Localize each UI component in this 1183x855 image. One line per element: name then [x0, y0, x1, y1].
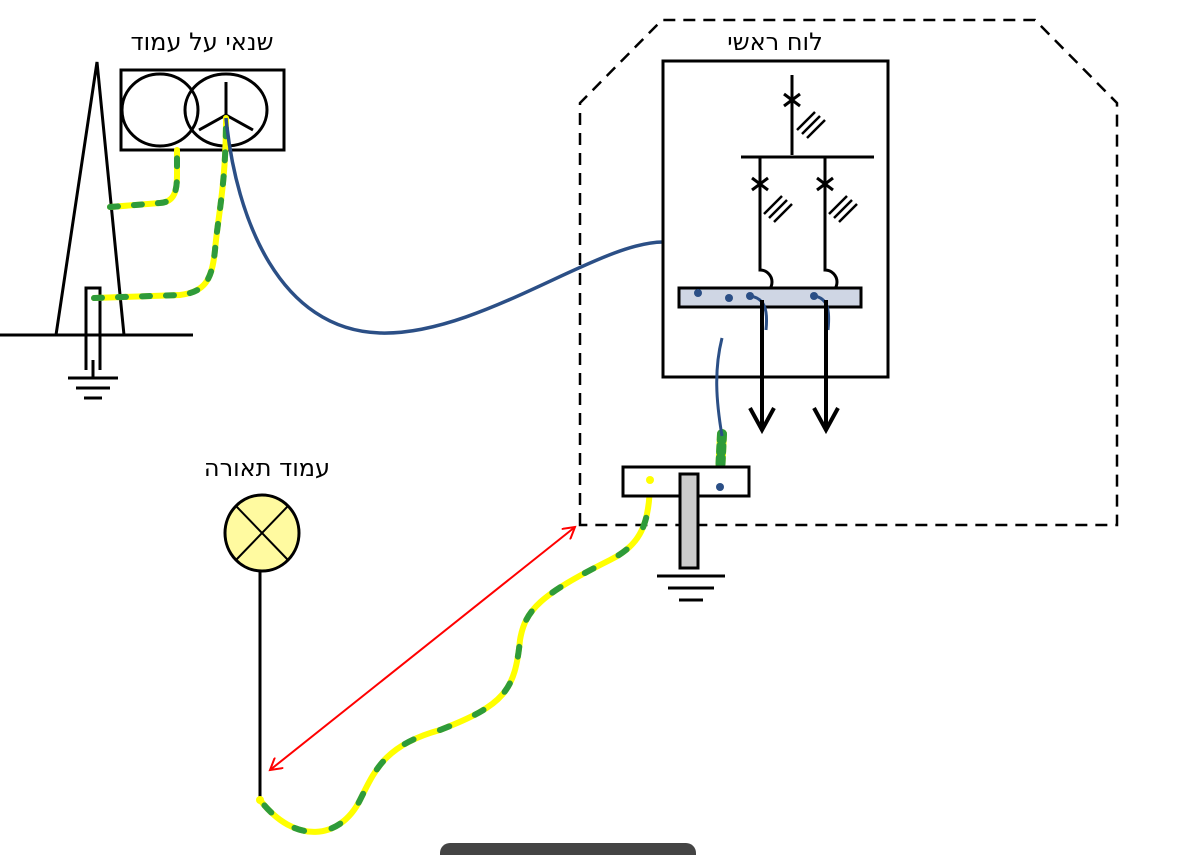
- light-pole-label: עמוד תאורה: [204, 454, 330, 482]
- ground-icon: [68, 360, 118, 400]
- light-pole: עמוד תאורה: [204, 454, 330, 804]
- arrow-icon: [748, 300, 776, 435]
- earth-electrode: [678, 472, 700, 570]
- building-outline: [578, 18, 1119, 527]
- arrow-icon: [812, 300, 840, 435]
- main-panel: לוח ראשי: [661, 28, 890, 437]
- neutral-busbar: [677, 286, 863, 309]
- distance-arrow: [270, 527, 575, 770]
- scroll-handle[interactable]: [440, 843, 696, 855]
- utility-pole: [0, 61, 193, 400]
- ground-icon: [657, 574, 725, 602]
- lamp-icon: [223, 493, 301, 573]
- neutral-conductor: [224, 117, 700, 335]
- main-panel-label: לוח ראשי: [727, 28, 822, 56]
- breaker-icon: [816, 157, 858, 300]
- earthing-terminal: [621, 465, 751, 602]
- breaker-icon: [741, 75, 874, 159]
- transformer-label: שנאי על עמוד: [131, 28, 274, 56]
- transformer: שנאי על עמוד: [119, 28, 286, 152]
